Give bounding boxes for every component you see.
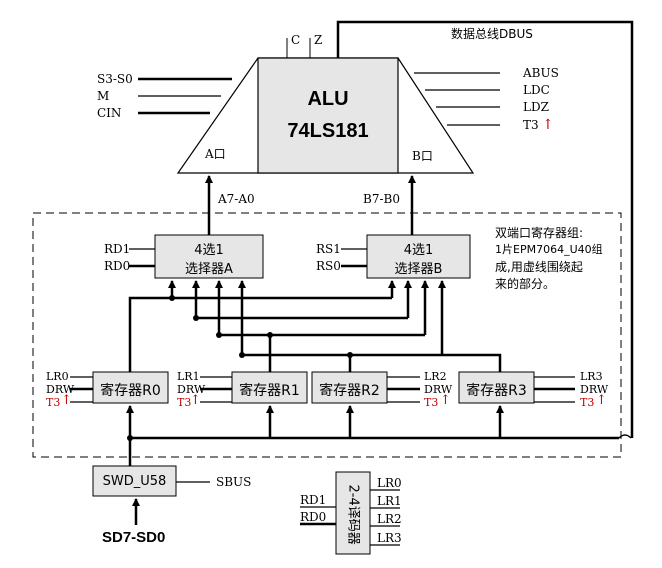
swd-name: SWD_U58 — [102, 474, 167, 489]
note-line-4: 来的部分。 — [495, 277, 556, 291]
register-r1-drw: DRW — [177, 383, 206, 396]
mux-b-title: 4选1 — [403, 243, 434, 258]
decoder-output-lr2: LR2 — [377, 512, 402, 526]
note-line-2: 1片EPM7064_U40组 — [495, 243, 603, 256]
register-r2-lr: LR2 — [424, 370, 447, 383]
register-r2-name: 寄存器R2 — [319, 383, 380, 399]
mux-a-sel0: RD0 — [104, 259, 131, 273]
register-r0-t3: T3 — [46, 396, 61, 409]
register-r3-t3: T3 — [580, 396, 595, 409]
decoder-input-rd0: RD0 — [300, 510, 327, 524]
register-r1-lr: LR1 — [177, 370, 200, 383]
register-r3-name: 寄存器R3 — [466, 383, 527, 399]
register-r0-box — [92, 371, 169, 404]
mux-a-title: 4选1 — [194, 243, 224, 258]
register-r3-arrow-icon: ↑ — [596, 393, 607, 408]
register-r3-drw: DRW — [580, 383, 609, 396]
register-r0-lr: LR0 — [46, 370, 69, 383]
register-r1-box — [231, 371, 308, 404]
port-a-label: A口 — [205, 147, 226, 161]
alu-chip: 74LS181 — [287, 120, 369, 142]
port-b-label: B口 — [412, 149, 433, 163]
mux-b-sel1: RS1 — [316, 242, 341, 256]
swd-box — [92, 465, 177, 497]
register-r3-box — [458, 371, 535, 404]
path-a-label: A7-A0 — [218, 192, 255, 206]
swd-sbus: SBUS — [216, 475, 252, 489]
swd-input: SD7-SD0 — [102, 529, 166, 546]
register-r2-t3: T3 — [424, 396, 439, 409]
flag-c-label: C — [291, 33, 301, 47]
dbus-line — [336, 20, 634, 438]
decoder-output-lr0: LR0 — [377, 476, 402, 490]
flag-z-label: Z — [314, 33, 323, 47]
register-r1-t3: T3 — [177, 396, 192, 409]
decoder-input-rd1: RD1 — [300, 493, 327, 507]
alu-output-abus: ABUS — [523, 66, 559, 80]
t3-arrow-icon: ↑ — [542, 117, 554, 133]
register-r1-arrow-icon: ↑ — [190, 393, 201, 408]
alu-input-s3s0: S3-S0 — [97, 72, 133, 86]
register-r2-drw: DRW — [424, 383, 453, 396]
alu-input-cin: CIN — [97, 106, 122, 120]
register-r0-arrow-icon: ↑ — [61, 393, 72, 408]
decoder-name: 2-4译码器 — [345, 484, 361, 545]
alu-core — [257, 57, 399, 174]
alu-output-ldc: LDC — [523, 83, 550, 97]
alu-output-t3: T3 — [523, 118, 539, 132]
decoder-output-lr3: LR3 — [377, 531, 402, 545]
alu-output-ldz: LDZ — [523, 100, 549, 114]
mux-a-box — [154, 234, 264, 279]
register-r0-drw: DRW — [46, 383, 75, 396]
alu-name: ALU — [307, 88, 349, 110]
register-r1-name: 寄存器R1 — [239, 383, 300, 399]
register-group-border — [32, 212, 622, 458]
register-r2-arrow-icon: ↑ — [440, 393, 451, 408]
register-r3-lr: LR3 — [580, 370, 603, 383]
dbus-label: 数据总线DBUS — [451, 27, 533, 41]
mux-b-name: 选择器B — [394, 262, 443, 277]
mux-a-name: 选择器A — [185, 262, 233, 277]
alu-input-m: M — [97, 89, 110, 103]
decoder-box — [335, 471, 371, 555]
mux-b-box — [366, 234, 471, 279]
mux-a-sel1: RD1 — [104, 242, 131, 256]
decoder-output-lr1: LR1 — [377, 494, 402, 508]
note-line-1: 双端口寄存器组: — [495, 226, 584, 240]
register-r0-name: 寄存器R0 — [100, 383, 161, 399]
mux-b-sel0: RS0 — [316, 259, 341, 273]
note-line-3: 成,用虚线围绕起 — [495, 260, 583, 274]
register-r2-box — [311, 371, 388, 404]
path-b-label: B7-B0 — [363, 192, 400, 206]
